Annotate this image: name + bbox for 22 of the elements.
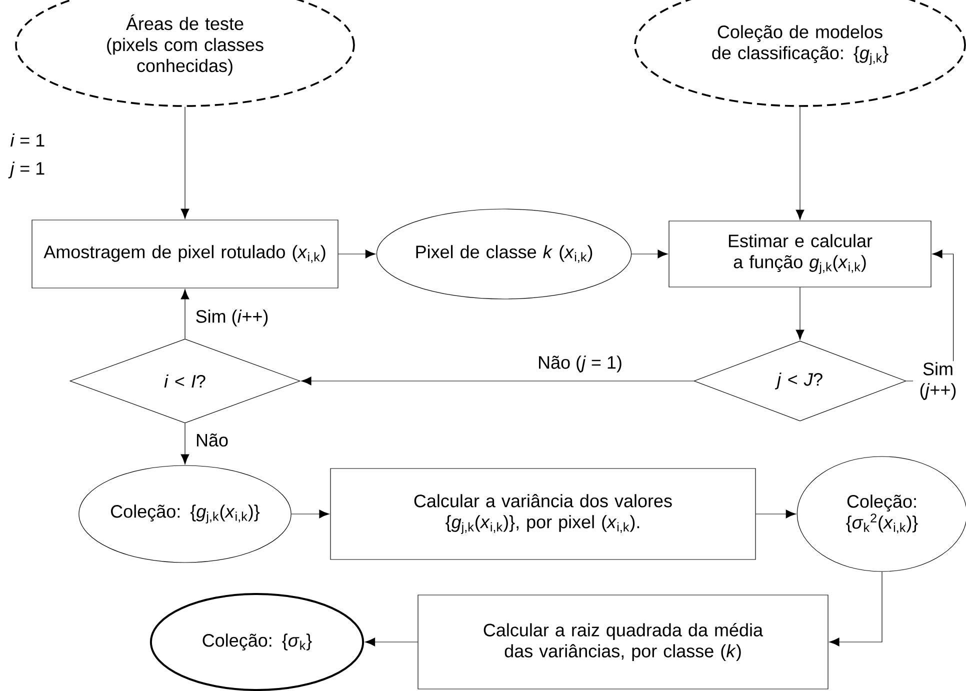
arrow xyxy=(756,510,796,518)
arrow xyxy=(364,638,418,646)
edge-label: Não xyxy=(194,432,230,448)
process-box: Amostragem de pixel rotulado (x$_{i,k}$) xyxy=(32,220,338,288)
loop-init-label: j = 1 xyxy=(8,162,44,178)
process-box: Calcular a raiz quadrada da média das variâncias, por classe (k) xyxy=(418,594,828,690)
arrow xyxy=(291,510,330,518)
edge-label: Sim (j++) xyxy=(913,361,963,401)
arrow xyxy=(180,423,190,464)
arrow xyxy=(796,106,804,220)
arrow xyxy=(829,572,882,646)
arrow xyxy=(180,289,190,339)
process-box: Calcular a variância dos valores {g$_{j,k}$(x$_{i,k}$)}, por pixel (x$_{i,k}$). xyxy=(330,468,756,560)
edge-label: Sim (i++) xyxy=(194,308,270,328)
arrow xyxy=(301,376,694,386)
arrow xyxy=(631,250,668,258)
arrow xyxy=(338,250,376,258)
edge-label: Não (j = 1) xyxy=(536,354,624,374)
process-box: Estimar e calcular a função g$_{j,k}$(x$_{i,k}$) xyxy=(668,220,932,288)
arrow xyxy=(796,287,804,340)
arrow xyxy=(180,106,190,219)
loop-init-label: i = 1 xyxy=(10,133,44,147)
